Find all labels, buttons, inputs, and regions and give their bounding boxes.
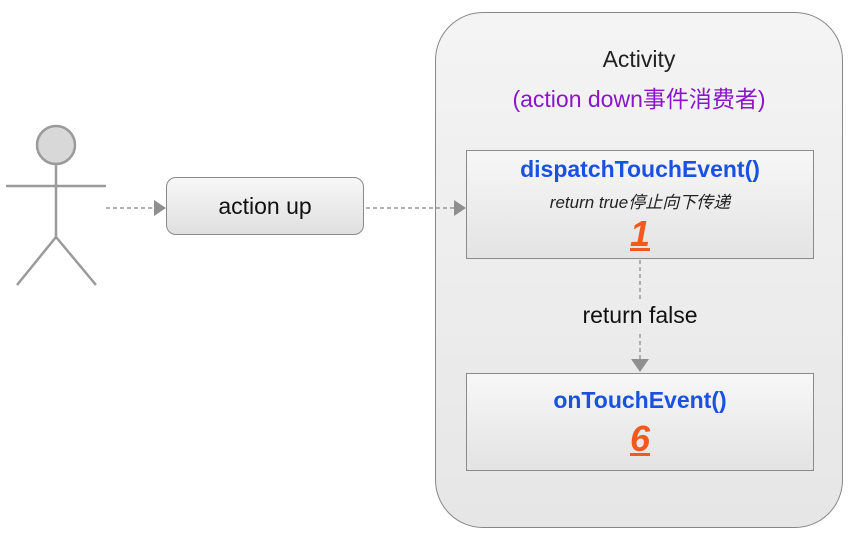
edge-actor-to-event xyxy=(106,200,166,216)
dispatch-touch-event-note: return true停止向下传递 xyxy=(549,193,731,212)
on-touch-event-order: 6 xyxy=(629,418,651,459)
arrowhead-icon xyxy=(454,200,466,216)
container-subtitle: (action down事件消费者) xyxy=(512,86,766,112)
arrowhead-icon xyxy=(631,359,649,372)
action-up-event-box: action up xyxy=(166,177,364,235)
edge-dispatch-to-ontouch xyxy=(631,260,649,372)
dispatch-touch-event-box xyxy=(466,150,814,259)
action-up-event-label: action up xyxy=(218,192,312,219)
return-false-edge-label: return false xyxy=(582,302,698,328)
arrowhead-icon xyxy=(154,200,166,216)
on-touch-event-box xyxy=(466,373,814,471)
actor-stick-figure-icon xyxy=(6,124,106,286)
container-title: Activity xyxy=(602,46,676,72)
on-touch-event-name: onTouchEvent() xyxy=(553,387,727,413)
dispatch-touch-event-name: dispatchTouchEvent() xyxy=(520,156,760,182)
edge-event-to-dispatch xyxy=(366,200,466,216)
dispatch-touch-event-order: 1 xyxy=(629,213,651,254)
